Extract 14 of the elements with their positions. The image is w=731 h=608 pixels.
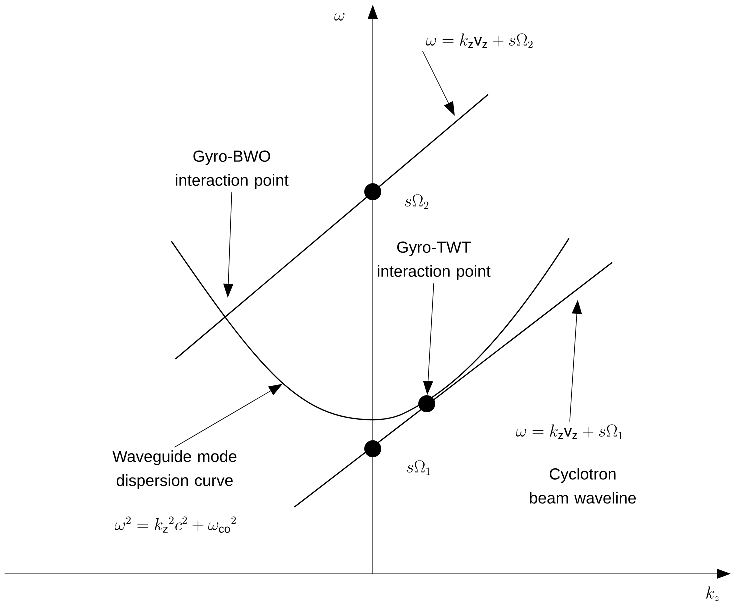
callout-text: Waveguide mode dispersion curve bbox=[112, 450, 237, 490]
equation-label: $\omega = k_{\mathrm{z}}\mathrm{v}_{\mathrm{z}} + s\Omega_2$ bbox=[426, 34, 533, 48]
point-marker bbox=[418, 396, 436, 412]
axis-label: $k_z$ bbox=[706, 586, 720, 602]
axis-label: $\omega$ bbox=[334, 13, 345, 21]
callout-text: Gyro-TWT interaction point bbox=[378, 242, 491, 280]
equation-label: $\omega = k_{\mathrm{z}}\mathrm{v}_{\mathrm{z}} + s\Omega_1$ bbox=[516, 424, 622, 440]
point-label: $s\Omega_2$ bbox=[405, 194, 429, 210]
callout-text: Cyclotron beam waveline bbox=[530, 468, 636, 504]
equation-label: $\omega^2 = k_{\mathrm{z}}{}^2c^2 + \omega_{\mathrm{co}}{}^2$ bbox=[115, 516, 236, 534]
callout-text: Gyro-BWO interaction point bbox=[176, 150, 289, 190]
point-marker bbox=[364, 440, 382, 458]
point-marker bbox=[364, 184, 382, 200]
point-label: $s\Omega_1$ bbox=[407, 460, 430, 476]
